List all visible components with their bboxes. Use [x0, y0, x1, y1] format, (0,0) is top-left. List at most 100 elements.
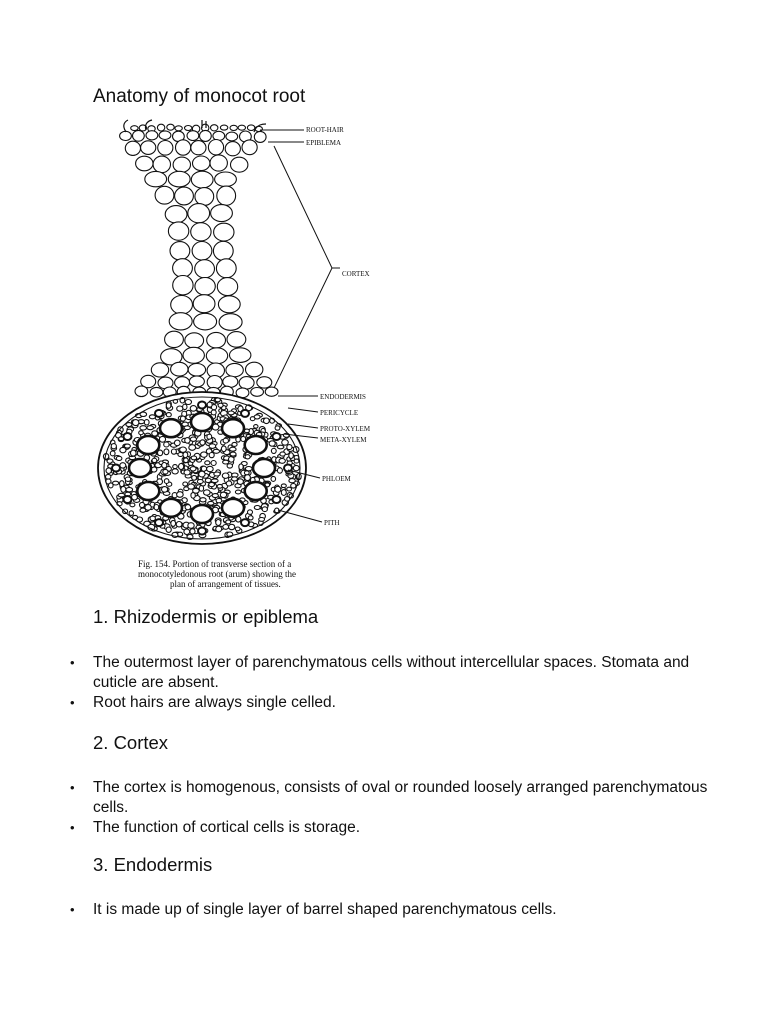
stele-cell — [221, 446, 226, 452]
label-root-hair: ROOT-HAIR — [306, 126, 344, 134]
protoxylem-vessel — [273, 433, 281, 440]
stele-cell — [226, 481, 232, 486]
cortex-cell — [238, 125, 245, 130]
stele-cell — [269, 441, 275, 446]
protoxylem-vessel — [241, 410, 249, 417]
cortex-cell — [175, 187, 194, 205]
stele-cell — [254, 506, 260, 510]
cortex-cell — [191, 171, 213, 188]
stele-cell — [192, 475, 197, 480]
cortex-cell — [176, 140, 191, 155]
cortex-cell — [171, 362, 188, 376]
stele-cell — [184, 426, 190, 430]
cortex-cell — [168, 222, 188, 240]
stele-cell — [126, 488, 133, 492]
stele-cell — [239, 464, 243, 470]
cortex-cell — [173, 259, 193, 278]
bullet-list-cortex: The cortex is homogenous, consists of ov… — [70, 778, 710, 838]
cortex-cell — [135, 386, 148, 397]
cortex-cell — [133, 130, 145, 141]
stele-cell — [183, 482, 188, 486]
cortex-cell — [159, 131, 171, 140]
stele-cell — [237, 479, 243, 485]
stele-cell — [177, 406, 183, 411]
stele-cell — [211, 479, 218, 483]
cortex-cell — [211, 205, 233, 222]
cortex-cell — [242, 140, 257, 155]
label-endodermis: ENDODERMIS — [320, 393, 366, 401]
cortex-cell — [165, 206, 187, 223]
cortex-cell — [194, 313, 217, 330]
stele-cell — [227, 464, 232, 468]
stele-cell — [166, 527, 171, 532]
section-heading-cortex: 2. Cortex — [93, 732, 168, 754]
stele-cell — [209, 483, 215, 487]
section-heading-endodermis: 3. Endodermis — [93, 854, 212, 876]
stele-cell — [150, 516, 155, 521]
stele-cell — [235, 527, 240, 531]
cortex-cell — [157, 124, 164, 131]
stele-cell — [163, 469, 168, 474]
stele-cell — [204, 490, 211, 495]
page-title: Anatomy of monocot root — [93, 86, 305, 108]
stele-cell — [294, 459, 299, 463]
stele-cell — [147, 426, 154, 430]
cortex-cell — [169, 313, 192, 330]
stele-cell — [106, 474, 111, 479]
cortex-cell — [173, 157, 190, 172]
label-pericycle: PERICYCLE — [320, 409, 358, 417]
stele-cell — [191, 456, 196, 460]
cortex-cell — [257, 377, 272, 388]
stele-cell — [223, 460, 229, 464]
stele-cell — [164, 442, 169, 447]
list-item: The function of cortical cells is storag… — [70, 818, 710, 838]
protoxylem-vessel — [155, 519, 163, 526]
list-item: The outermost layer of parenchymatous ce… — [70, 653, 710, 693]
stele-cell — [248, 510, 253, 515]
stele-cell — [166, 413, 171, 417]
stele-cell — [171, 520, 176, 526]
cortex-cell — [191, 223, 211, 241]
stele-cell — [177, 492, 184, 498]
diagram-svg: ROOT-HAIR EPIBLEMA CORTEX ENDODERMIS PER… — [88, 118, 388, 594]
cortex-cell — [213, 241, 233, 260]
stele-cell — [201, 452, 208, 457]
stele-cell — [184, 529, 190, 535]
cortex-cell — [207, 376, 222, 389]
stele-cell — [271, 448, 276, 453]
label-epiblema: EPIBLEMA — [306, 139, 341, 147]
cortex-cell — [217, 278, 237, 296]
cortex-cell — [265, 387, 278, 396]
cortex-cell — [183, 347, 204, 363]
monocot-root-diagram: ROOT-HAIR EPIBLEMA CORTEX ENDODERMIS PER… — [88, 118, 388, 594]
list-item: Root hairs are always single celled. — [70, 693, 710, 713]
stele-cell — [111, 444, 116, 449]
cortex-cells — [120, 124, 278, 398]
stele-cell — [209, 444, 216, 449]
stele-cell — [280, 452, 285, 456]
stele-cell — [254, 425, 258, 429]
stele-cell — [271, 476, 276, 481]
protoxylem-vessel — [273, 496, 281, 503]
stele-cell — [183, 452, 188, 458]
stele-cell — [191, 493, 195, 499]
stele-cell — [174, 440, 180, 446]
stele-cell — [176, 522, 182, 527]
cortex-cell — [191, 141, 206, 155]
stele-cell — [185, 505, 191, 510]
stele-cell — [197, 480, 203, 484]
label-pith: PITH — [324, 519, 340, 527]
cortex-cell — [220, 125, 227, 130]
cortex-cell — [215, 172, 237, 187]
stele-cell — [245, 467, 252, 471]
stele-cell — [126, 423, 132, 427]
cortex-cell — [158, 141, 173, 156]
cortex-cell — [208, 140, 223, 155]
cortex-cell — [195, 278, 215, 296]
stele-cell — [223, 438, 228, 443]
stele-cell — [190, 437, 196, 441]
cortex-cell — [246, 362, 263, 377]
cortex-cell — [175, 126, 182, 131]
cortex-cell — [170, 242, 190, 260]
cortex-cell — [226, 132, 238, 141]
